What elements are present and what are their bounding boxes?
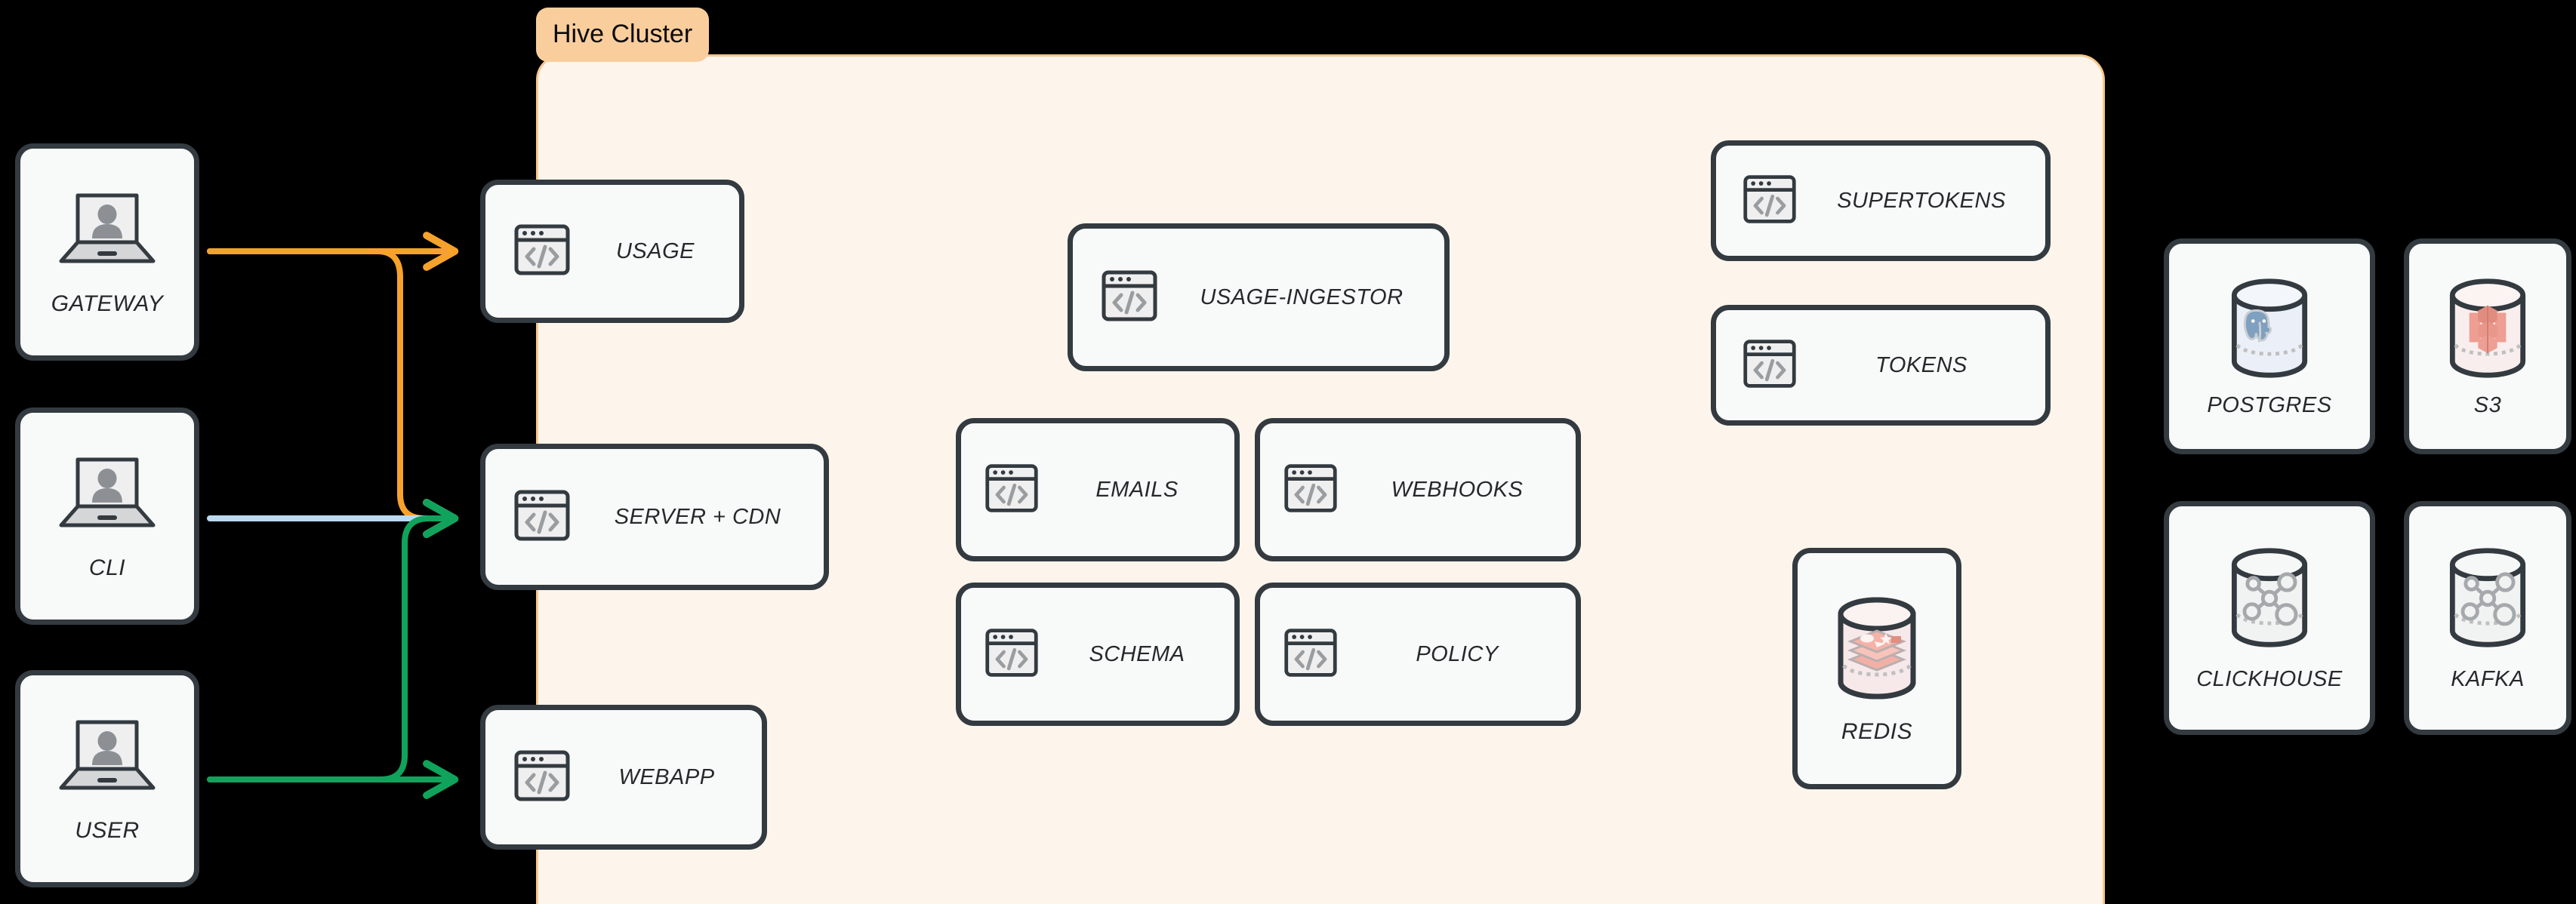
node-s3[interactable]: S3 — [2404, 238, 2571, 454]
node-cli-label: CLI — [88, 555, 126, 580]
code-window-icon — [1742, 171, 1798, 231]
redis-database-icon — [1827, 593, 1927, 706]
code-window-icon — [513, 486, 572, 549]
node-usage-label: USAGE — [615, 238, 695, 263]
node-webapp-label: WEBAPP — [618, 764, 715, 789]
code-window-icon — [1742, 336, 1798, 395]
node-server-cdn[interactable]: SERVER + CDN — [480, 444, 829, 590]
code-window-icon — [513, 220, 572, 283]
node-usage[interactable]: USAGE — [480, 180, 744, 323]
node-policy-label: POLICY — [1416, 641, 1499, 666]
node-postgres[interactable]: POSTGRES — [2164, 238, 2375, 454]
graph-database-icon — [2438, 544, 2537, 653]
node-webhooks[interactable]: WEBHOOKS — [1255, 418, 1581, 561]
laptop-user-icon — [51, 715, 164, 801]
code-window-icon — [1283, 625, 1339, 684]
hive-cluster-badge: Hive Cluster — [536, 8, 710, 62]
connection-gateway-server-cdn — [207, 248, 459, 538]
node-emails[interactable]: EMAILS — [956, 418, 1240, 561]
node-postgres-label: POSTGRES — [2207, 393, 2332, 417]
node-cli[interactable]: CLI — [15, 407, 199, 625]
node-schema-label: SCHEMA — [1089, 641, 1185, 666]
node-webhooks-label: WEBHOOKS — [1391, 477, 1524, 502]
code-window-icon — [984, 460, 1040, 520]
node-schema[interactable]: SCHEMA — [956, 583, 1240, 726]
node-gateway-label: GATEWAY — [51, 291, 164, 316]
node-server-cdn-label: SERVER + CDN — [614, 504, 781, 529]
code-window-icon — [513, 746, 572, 809]
node-redis-label: REDIS — [1841, 718, 1913, 744]
node-tokens[interactable]: TOKENS — [1711, 305, 2051, 426]
node-supertokens-label: SUPERTOKENS — [1837, 188, 2006, 213]
hive-cluster-badge-label: Hive Cluster — [553, 20, 693, 48]
node-emails-label: EMAILS — [1095, 477, 1179, 502]
node-clickhouse-label: CLICKHOUSE — [2196, 667, 2343, 691]
postgres-database-icon — [2220, 275, 2319, 384]
node-policy[interactable]: POLICY — [1255, 583, 1581, 726]
code-window-icon — [984, 625, 1040, 684]
node-usage-ingestor[interactable]: USAGE-INGESTOR — [1068, 223, 1450, 371]
node-clickhouse[interactable]: CLICKHOUSE — [2164, 501, 2375, 735]
node-user-label: USER — [75, 817, 140, 843]
node-s3-label: S3 — [2473, 393, 2502, 417]
node-webapp[interactable]: WEBAPP — [480, 705, 767, 850]
node-kafka-label: KAFKA — [2451, 667, 2525, 691]
connection-user-server-cdn — [207, 499, 459, 783]
node-supertokens[interactable]: SUPERTOKENS — [1711, 140, 2051, 261]
laptop-user-icon — [51, 452, 164, 539]
node-user[interactable]: USER — [15, 670, 199, 887]
node-gateway[interactable]: GATEWAY — [15, 143, 199, 361]
graph-database-icon — [2220, 544, 2319, 653]
node-usage-ingestor-label: USAGE-INGESTOR — [1200, 284, 1404, 309]
laptop-user-icon — [51, 188, 164, 275]
node-redis[interactable]: REDIS — [1792, 548, 1961, 789]
node-kafka[interactable]: KAFKA — [2404, 501, 2571, 735]
code-window-icon — [1283, 460, 1339, 520]
node-tokens-label: TOKENS — [1875, 352, 1967, 377]
s3-database-icon — [2438, 275, 2537, 384]
code-window-icon — [1100, 266, 1159, 329]
